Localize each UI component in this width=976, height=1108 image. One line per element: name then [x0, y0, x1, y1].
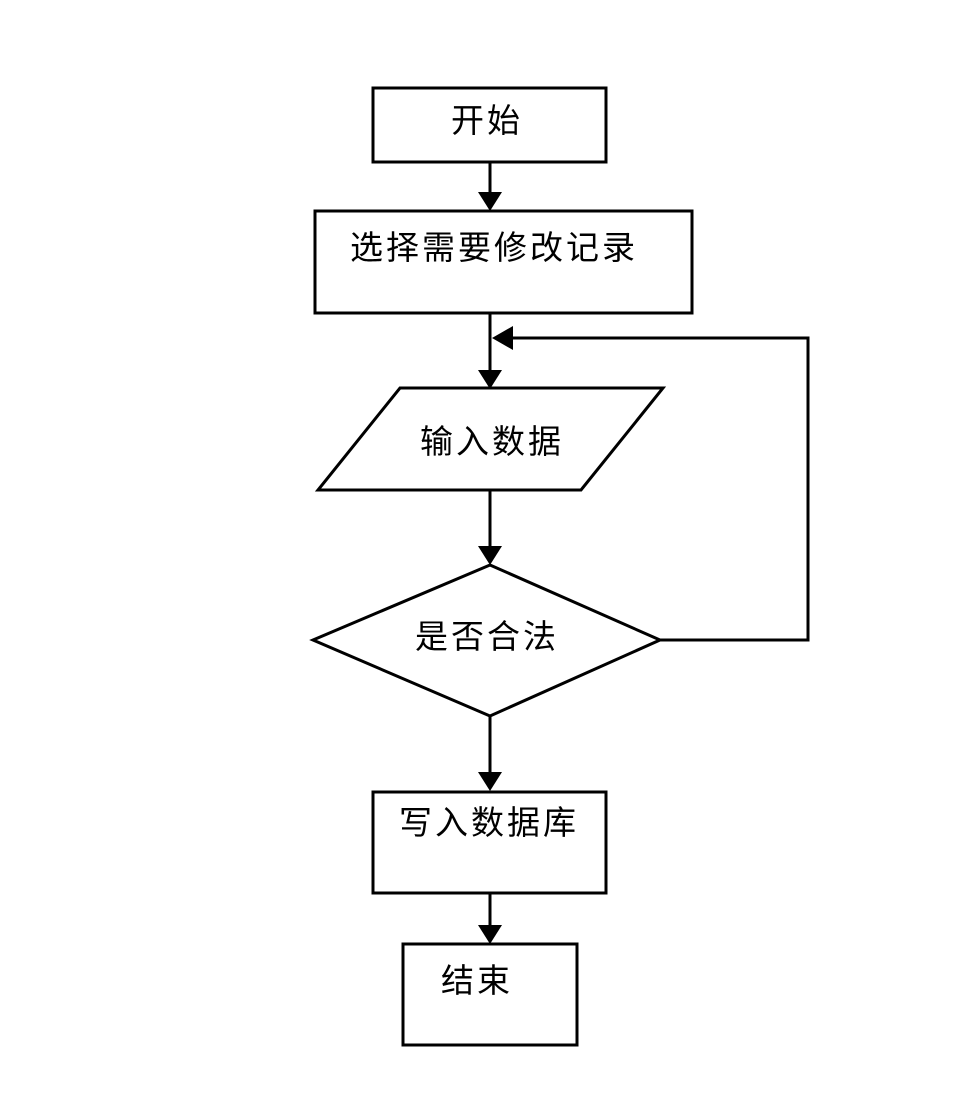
node-input-data-label: 输入数据 — [420, 424, 564, 461]
arrow-down-icon — [478, 192, 502, 211]
edge-isvalid-loopback-to-input — [492, 326, 810, 642]
edge-start-to-select — [478, 162, 502, 211]
node-write-db-label: 写入数据库 — [399, 805, 579, 842]
edge-input-to-isvalid — [478, 490, 502, 565]
end-rectangle — [401, 942, 579, 1047]
loopback-line — [513, 336, 810, 642]
edge-write-to-end — [478, 893, 502, 944]
edge-isvalid-to-write — [478, 716, 502, 791]
arrow-left-icon — [492, 326, 513, 350]
node-is-valid: 是否合法 — [309, 563, 664, 718]
arrow-down-icon — [478, 370, 502, 389]
node-input-data: 输入数据 — [314, 386, 667, 492]
edge-select-to-input — [478, 313, 502, 389]
node-is-valid-label: 是否合法 — [415, 619, 559, 656]
input-data-parallelogram — [314, 386, 667, 492]
arrow-down-icon — [478, 925, 502, 944]
arrow-down-icon — [478, 772, 502, 791]
node-start-label: 开始 — [451, 103, 523, 140]
node-start: 开始 — [371, 86, 608, 164]
is-valid-diamond — [309, 563, 664, 718]
arrow-down-icon — [478, 546, 502, 565]
node-select-record: 选择需要修改记录 — [313, 209, 694, 315]
node-end-label: 结束 — [441, 963, 513, 1000]
node-write-db: 写入数据库 — [371, 790, 608, 895]
node-select-record-label: 选择需要修改记录 — [350, 230, 638, 267]
node-end: 结束 — [401, 942, 579, 1047]
write-db-rectangle — [371, 790, 608, 895]
select-record-rectangle — [313, 209, 694, 315]
start-rectangle — [371, 86, 608, 164]
